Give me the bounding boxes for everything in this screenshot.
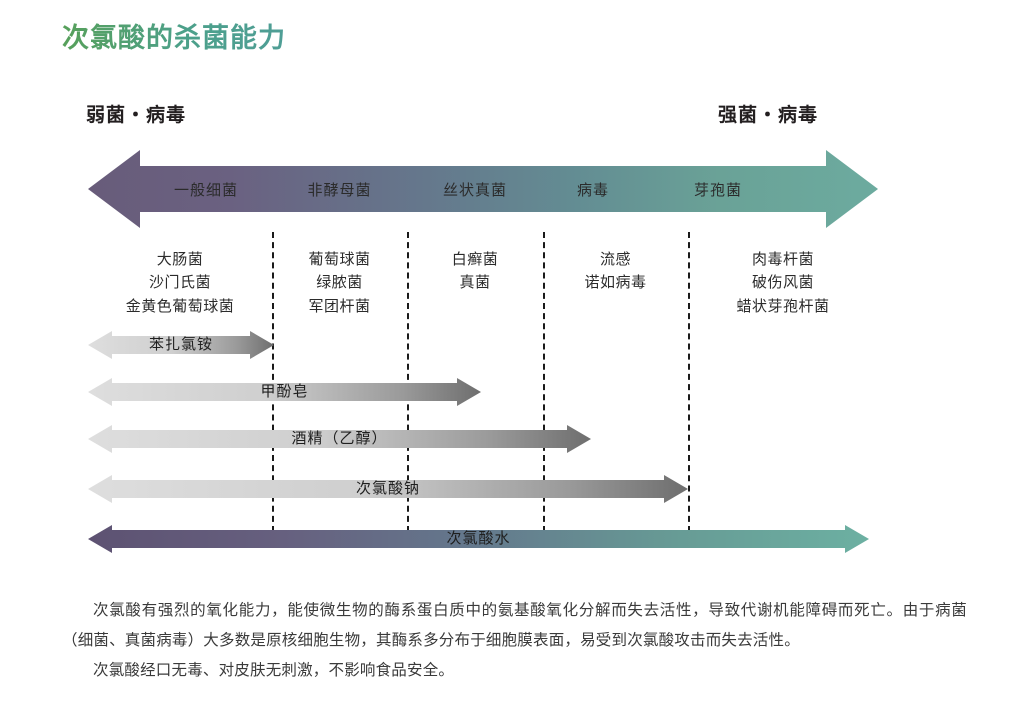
paragraph-1: 次氯酸经口无毒、对皮肤无刺激，不影响食品安全。 [93, 662, 455, 680]
organism-item: 流感 [599, 251, 631, 268]
category-divider-1 [272, 232, 274, 532]
organism-item: 大肠菌 [156, 251, 204, 268]
organism-item: 军团杆菌 [308, 297, 371, 315]
disinfectant-bar-1: 甲酚皂 [88, 377, 481, 407]
scale-left-label: 弱菌・病毒 [86, 105, 187, 126]
description-text: 次氯酸有强烈的氧化能力，能使微生物的酶系蛋白质中的氨基酸氧化分解而失去活性，导致… [62, 596, 967, 687]
spectrum-arrow [88, 146, 878, 232]
disinfectant-label-1: 甲酚皂 [260, 383, 309, 400]
scale-right-label: 强菌・病毒 [718, 105, 819, 126]
page-title: 次氯酸的杀菌能力 [62, 16, 286, 55]
disinfectant-label-0: 苯扎氯铵 [148, 336, 213, 353]
disinfectant-bar-4: 次氯酸水 [88, 524, 869, 554]
organism-item: 肉毒杆菌 [751, 251, 814, 268]
organism-item: 破伤风菌 [751, 274, 814, 292]
organism-item: 金黄色葡萄球菌 [125, 297, 235, 315]
disinfectant-bar-0: 苯扎氯铵 [88, 330, 274, 360]
organism-column-2: 白癣菌 真菌 [407, 248, 543, 318]
organism-item: 沙门氏菌 [148, 274, 211, 292]
organism-column-4: 肉毒杆菌 破伤风菌 蜡状芽孢杆菌 [688, 248, 878, 318]
organism-item: 白癣菌 [451, 251, 499, 268]
disinfectant-label-2: 酒精（乙醇） [291, 430, 388, 447]
organism-column-0: 大肠菌 沙门氏菌 金黄色葡萄球菌 [88, 248, 272, 318]
organism-item: 绿脓菌 [316, 274, 363, 292]
category-label-4: 芽孢菌 [693, 181, 742, 199]
organism-item: 诺如病毒 [584, 274, 647, 292]
category-label-0: 一般细菌 [173, 181, 238, 199]
category-label-2: 丝状真菌 [442, 181, 507, 199]
category-label-3: 病毒 [576, 181, 609, 199]
disinfectant-label-3: 次氯酸钠 [355, 480, 420, 497]
category-divider-4 [688, 232, 690, 532]
spectrum-category-labels: 一般细菌 非酵母菌 丝状真菌 病毒 芽孢菌 [88, 146, 878, 232]
disinfectant-bar-2: 酒精（乙醇） [88, 424, 591, 454]
germicidal-spectrum-chart: 弱菌・病毒 强菌・病毒 一般细菌 非酵母菌 丝状真菌 病毒 芽孢菌 [86, 105, 878, 554]
organism-columns: 大肠菌 沙门氏菌 金黄色葡萄球菌 葡萄球菌 绿脓菌 军团杆菌 白癣菌 真菌 流感… [88, 248, 878, 318]
organism-item: 真菌 [459, 274, 491, 292]
category-divider-2 [407, 232, 409, 532]
disinfectant-bar-3: 次氯酸钠 [88, 474, 688, 504]
organism-item: 葡萄球菌 [308, 251, 371, 268]
organism-column-1: 葡萄球菌 绿脓菌 军团杆菌 [272, 248, 407, 318]
disinfectant-label-4: 次氯酸水 [446, 530, 511, 547]
organism-column-3: 流感 诺如病毒 [543, 248, 688, 318]
organism-item: 蜡状芽孢杆菌 [736, 297, 830, 315]
category-label-1: 非酵母菌 [307, 181, 372, 199]
category-divider-3 [543, 232, 545, 532]
paragraph-0: 次氯酸有强烈的氧化能力，能使微生物的酶系蛋白质中的氨基酸氧化分解而失去活性，导致… [62, 602, 967, 650]
